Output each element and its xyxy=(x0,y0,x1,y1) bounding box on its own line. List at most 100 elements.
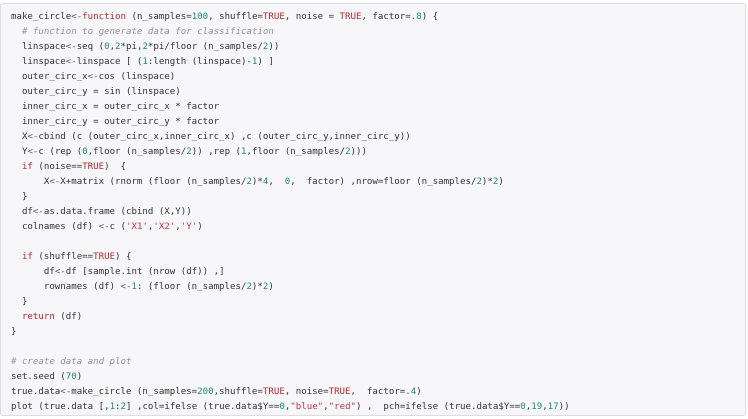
code-number: 1 xyxy=(142,57,148,67)
code-text: (noise== xyxy=(32,162,83,172)
code-number: .4 xyxy=(405,387,417,397)
code-number: 0 xyxy=(82,147,88,157)
code-text: (shuffle== xyxy=(32,252,94,262)
code-text: , noise = xyxy=(284,12,340,22)
code-text: )* xyxy=(251,177,263,187)
code-line xyxy=(11,235,745,250)
code-text: set.seed ( xyxy=(11,372,66,382)
code-line: df<-df [sample.int (nrow (df)) ,] xyxy=(11,265,745,280)
code-operator: <- xyxy=(98,222,110,232)
code-line: rownames (df) <-1: (floor (n_samples/2)*… xyxy=(11,280,745,295)
code-text: c ( xyxy=(109,222,126,232)
code-text: , xyxy=(268,177,285,187)
code-text: colnames (df) xyxy=(11,222,99,232)
code-number: 2 xyxy=(262,282,269,292)
code-text: : xyxy=(115,402,121,412)
code-text: , xyxy=(542,402,548,412)
code-text: , factor= xyxy=(361,12,411,22)
code-text: seq ( xyxy=(76,42,105,52)
code-string: "red" xyxy=(328,402,357,412)
code-text: )) xyxy=(268,42,280,52)
code-text: ) , pch=ifelse (true.data$Y== xyxy=(356,402,521,412)
code-text: ))) xyxy=(350,147,367,157)
code-text: (n_samples= xyxy=(126,12,192,22)
code-text: ) { xyxy=(104,162,126,172)
code-operator: <- xyxy=(32,207,44,217)
code-number: .8 xyxy=(410,12,422,22)
code-text: )) ,rep ( xyxy=(191,147,242,157)
code-operator: <- xyxy=(49,177,61,187)
code-text: , factor) ,nrow=floor (n_samples/ xyxy=(290,177,477,187)
code-text: ) xyxy=(268,282,274,292)
code-text: } xyxy=(11,297,28,307)
code-text: , xyxy=(147,222,154,232)
code-keyword: if xyxy=(21,162,33,172)
code-text: make_circle (n_samples= xyxy=(71,387,198,397)
code-text: X xyxy=(11,132,28,142)
code-operator: <- xyxy=(27,147,39,157)
code-number: 200 xyxy=(197,387,214,397)
code-number: 2 xyxy=(476,177,482,187)
code-line: Y<-c (rep (0,floor (n_samples/2)) ,rep (… xyxy=(11,145,745,160)
code-number: 2 xyxy=(345,147,351,157)
code-text xyxy=(11,27,22,37)
code-text xyxy=(11,252,22,262)
code-line: } xyxy=(11,325,745,340)
code-text: X+matrix (rnorm (floor (n_samples/ xyxy=(60,177,247,187)
code-text: ] ,col=ifelse (true.data$Y== xyxy=(126,402,280,412)
code-text: , noise= xyxy=(284,387,329,397)
code-line: linspace<-linspace [ (1:length (linspace… xyxy=(11,55,745,70)
code-text: cbind (c (outer_circ_x,inner_circ_x) ,c … xyxy=(38,132,411,142)
code-number: 2 xyxy=(246,282,252,292)
code-line: X<-cbind (c (outer_circ_x,inner_circ_x) … xyxy=(11,130,745,145)
code-keyword: TRUE xyxy=(82,162,105,172)
code-text: linspace xyxy=(11,42,66,52)
code-text: , xyxy=(284,402,291,412)
code-line: true.data<-make_circle (n_samples=200,sh… xyxy=(11,385,745,400)
code-text: true.data xyxy=(11,387,61,397)
code-text: , xyxy=(323,402,329,412)
code-line: outer_circ_x<-cos (linspace) xyxy=(11,70,745,85)
code-text: )* xyxy=(481,177,493,187)
code-text: c (rep ( xyxy=(38,147,83,157)
code-line: df<-as.data.frame (cbind (X,Y)) xyxy=(11,205,745,220)
code-line: colnames (df) <-c ('X1','X2','Y') xyxy=(11,220,745,235)
code-text: )* xyxy=(251,282,263,292)
code-number: 0 xyxy=(520,402,526,412)
code-string: 'Y' xyxy=(180,222,198,232)
code-number: 0 xyxy=(279,402,285,412)
code-line: X<-X+matrix (rnorm (floor (n_samples/2)*… xyxy=(11,175,745,190)
code-text xyxy=(11,312,22,322)
code-operator: <- xyxy=(60,387,72,397)
code-operator: <- xyxy=(71,12,83,22)
code-text: , factor= xyxy=(350,387,406,397)
code-number: 2 xyxy=(246,177,252,187)
code-number: 2 xyxy=(142,42,148,52)
code-line xyxy=(11,340,745,355)
code-number: 70 xyxy=(65,372,77,382)
code-text: ) xyxy=(197,222,203,232)
code-number: 1 xyxy=(241,147,247,157)
code-text: make_circle xyxy=(11,12,72,22)
code-keyword: TRUE xyxy=(339,12,362,22)
code-operator: <- xyxy=(65,42,77,52)
code-number: 4 xyxy=(262,177,269,187)
code-block: make_circle<-function (n_samples=100, sh… xyxy=(0,3,746,416)
code-text: as.data.frame (cbind (X,Y)) xyxy=(43,207,192,217)
code-text: linspace xyxy=(11,57,66,67)
code-number: 2 xyxy=(492,177,499,187)
code-text: ) ] xyxy=(257,57,274,67)
code-text: (df) xyxy=(54,312,83,322)
code-number: 2 xyxy=(262,42,269,52)
code-operator: <- xyxy=(120,282,132,292)
code-text: plot (true.data [, xyxy=(11,402,110,412)
code-text: outer_circ_y = sin (linspace) xyxy=(11,87,181,97)
code-number: 100 xyxy=(191,12,209,22)
code-text: *pi, xyxy=(120,42,143,52)
code-text: df xyxy=(11,267,55,277)
code-line: # function to generate data for classifi… xyxy=(11,25,745,40)
code-number: 2 xyxy=(186,147,192,157)
code-text: linspace [ ( xyxy=(76,57,143,67)
code-keyword: return xyxy=(21,312,55,322)
code-line: make_circle<-function (n_samples=100, sh… xyxy=(11,10,745,25)
